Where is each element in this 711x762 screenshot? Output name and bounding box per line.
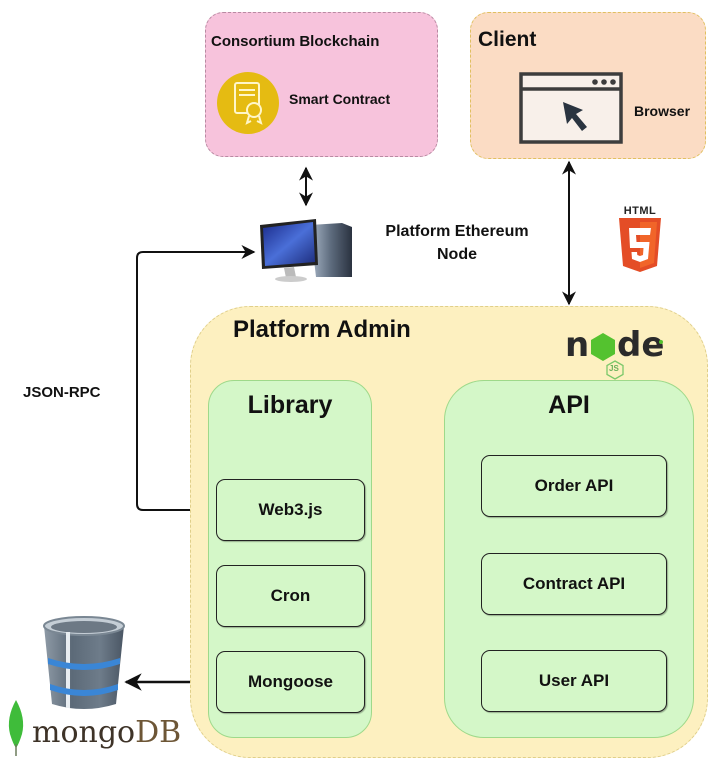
browser-label: Browser	[634, 103, 691, 119]
desktop-computer-icon	[256, 215, 354, 285]
html5-label: HTML	[623, 205, 657, 217]
database-cylinder-icon	[40, 614, 128, 714]
mongodb-wordmark-part2: DB	[135, 715, 182, 750]
library-module-web3js[interactable]: Web3.js	[216, 479, 365, 541]
blockchain-title: Consortium Blockchain	[211, 33, 380, 50]
api-title: API	[548, 391, 590, 419]
library-module-mongoose[interactable]: Mongoose	[216, 651, 365, 713]
mongodb-wordmark: mongoDB	[32, 715, 181, 750]
html5-icon: HTML	[617, 205, 663, 275]
mongodb-wordmark-part1: mongo	[32, 715, 136, 750]
api-module-contract[interactable]: Contract API	[481, 553, 667, 615]
browser-window-icon	[519, 72, 623, 146]
api-module-user[interactable]: User API	[481, 650, 667, 712]
library-title: Library	[247, 391, 333, 419]
svg-text:n: n	[565, 325, 589, 365]
client-title: Client	[478, 28, 537, 51]
jsonrpc-label: JSON-RPC	[23, 384, 101, 401]
platform-admin-title: Platform Admin	[233, 316, 411, 343]
mongodb-leaf-icon	[6, 700, 26, 756]
api-module-order[interactable]: Order API	[481, 455, 667, 517]
nodejs-logo-icon: n de JS	[563, 320, 667, 380]
nodejs-badge-text: JS	[609, 364, 619, 373]
library-module-cron[interactable]: Cron	[216, 565, 365, 627]
ethereum-node-label-line1: Platform Ethereum	[385, 223, 529, 240]
ethereum-node-label-line2: Node	[437, 246, 477, 263]
ethereum-node-label: Platform Ethereum Node	[362, 220, 552, 266]
certificate-icon	[217, 72, 279, 134]
smart-contract-label: Smart Contract	[289, 91, 391, 107]
svg-text:de: de	[617, 325, 664, 365]
